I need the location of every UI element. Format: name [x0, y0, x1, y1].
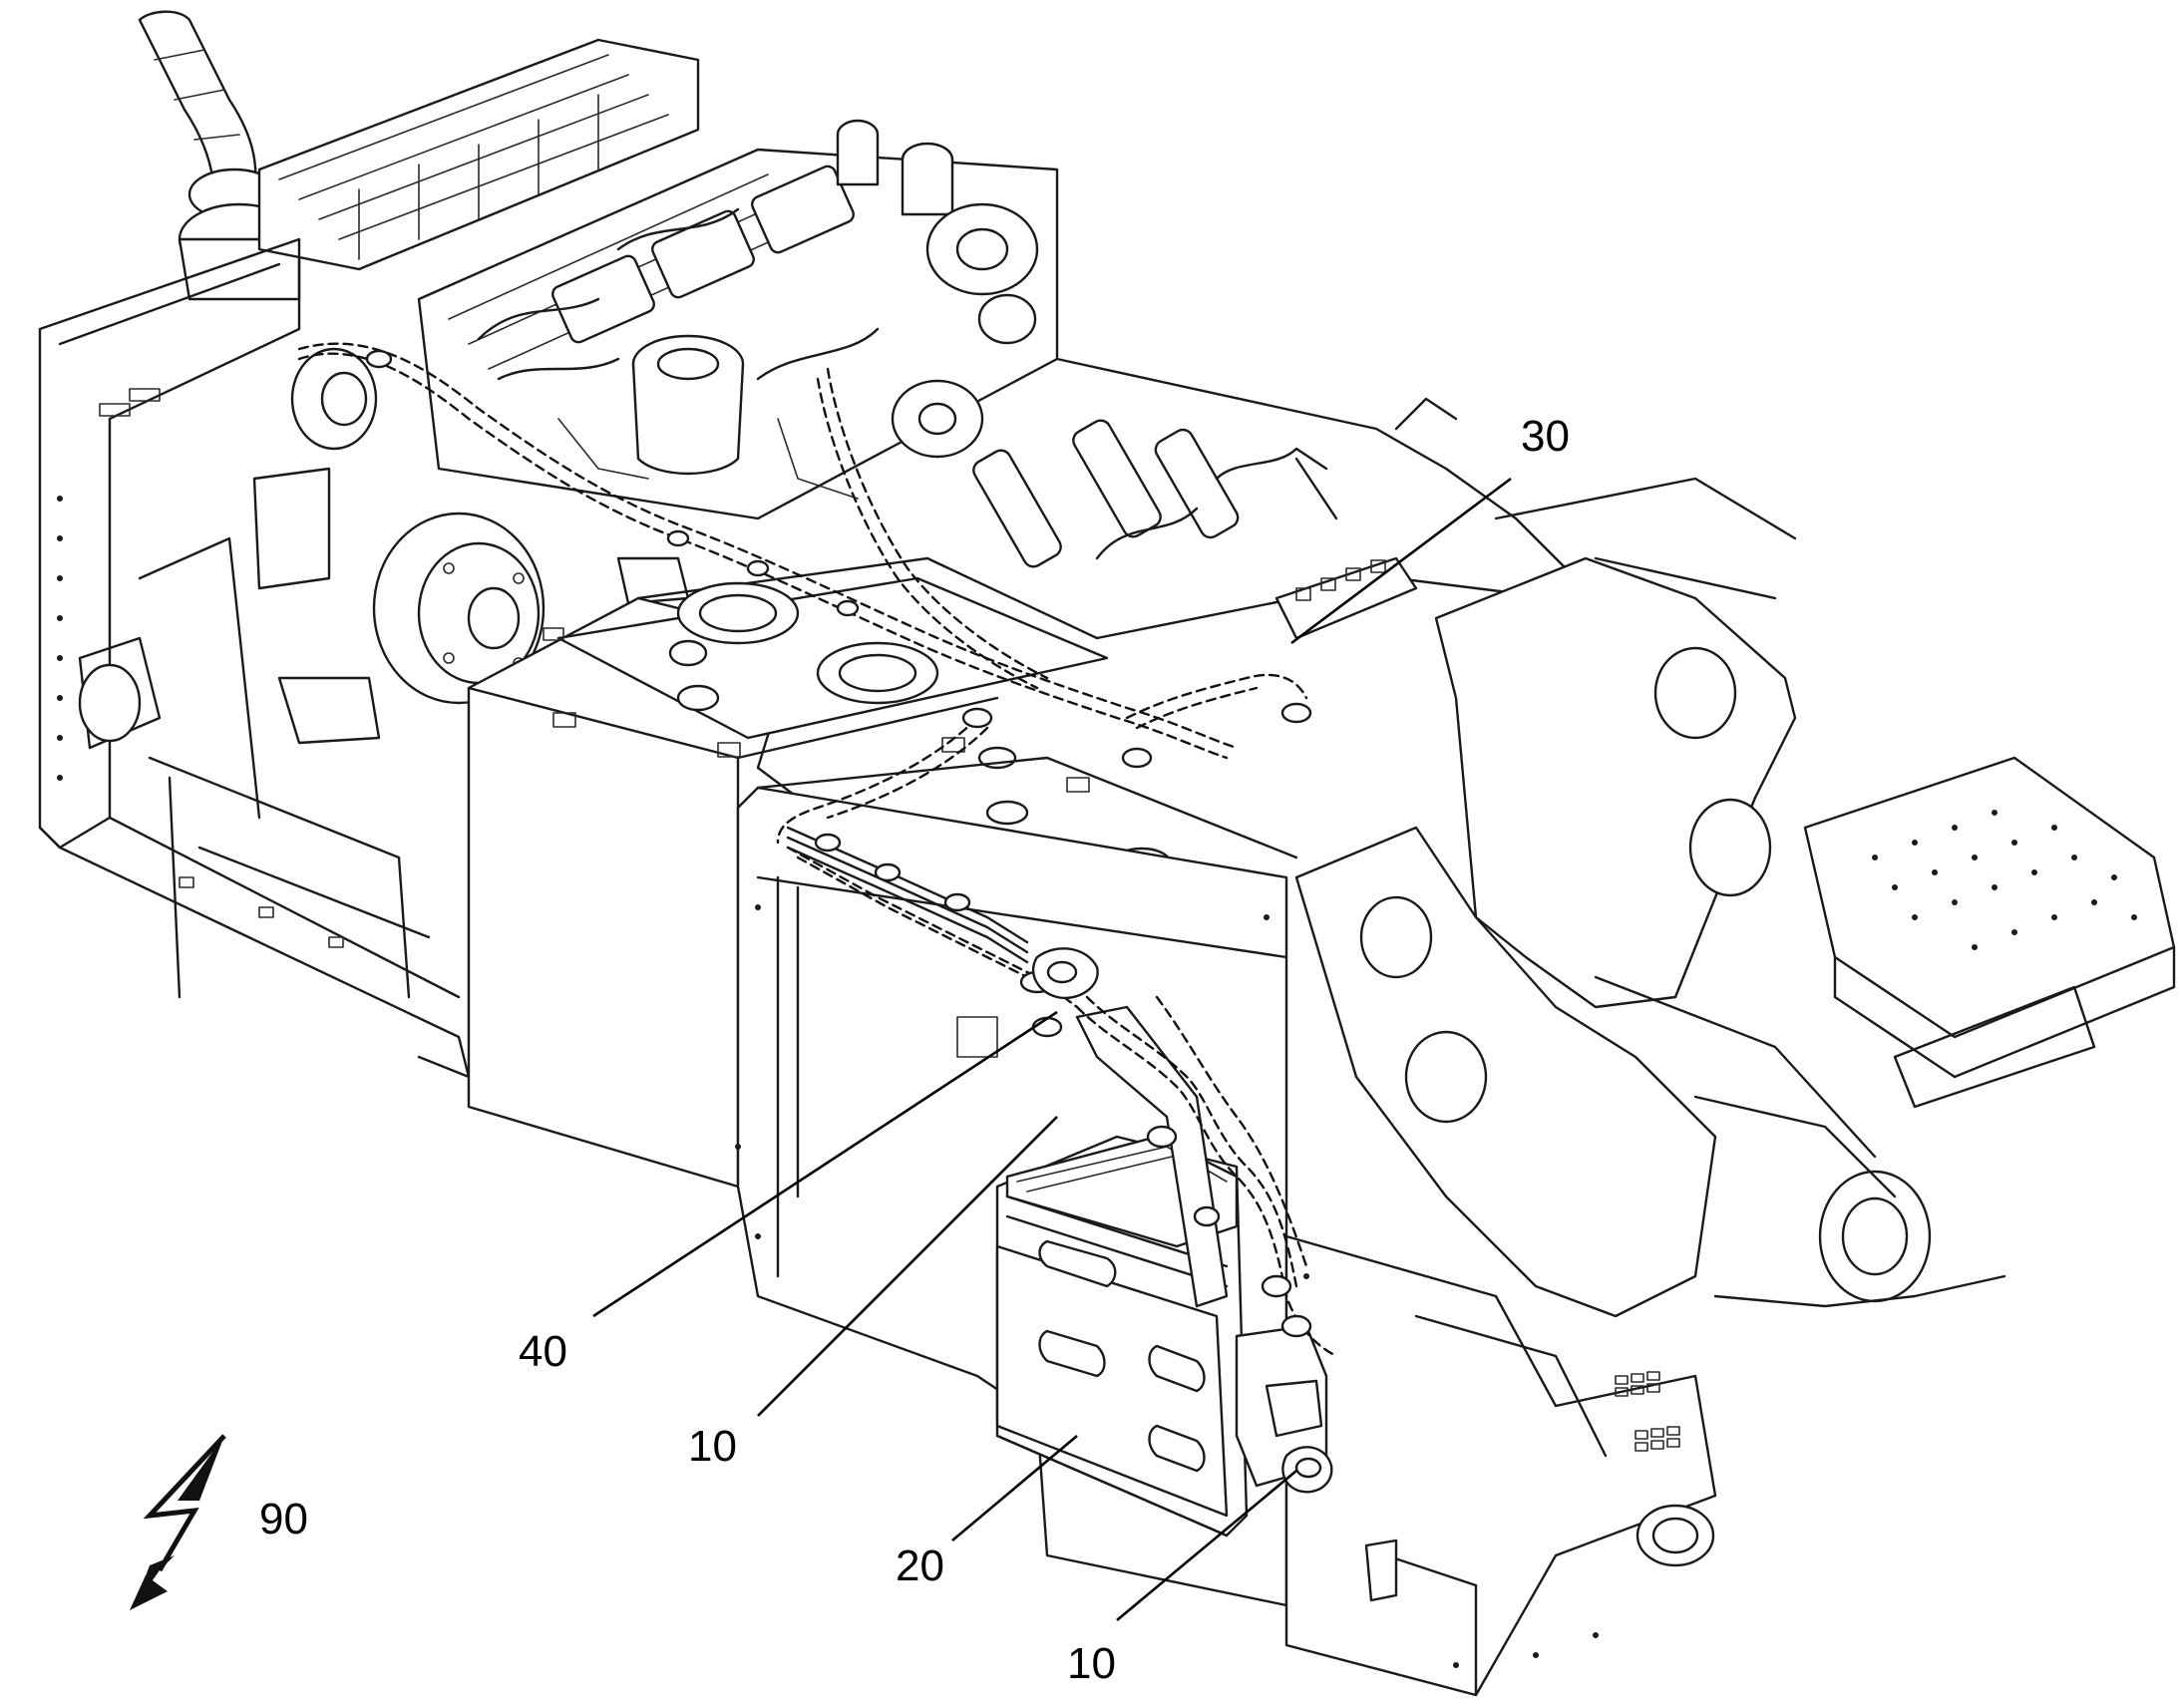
leader-10-lower [1116, 1470, 1297, 1621]
chassis-left [38, 237, 471, 1079]
leader-20 [951, 1435, 1078, 1541]
loader-frame [972, 357, 2176, 1318]
leader-lines [592, 477, 1512, 1621]
label-10-upper: 10 [688, 1422, 737, 1471]
label-40: 40 [519, 1327, 567, 1376]
engine-assembly [138, 10, 1059, 745]
label-90: 90 [259, 1495, 308, 1543]
label-20: 20 [896, 1541, 944, 1590]
leader-30 [1290, 477, 1512, 645]
label-30: 30 [1521, 412, 1570, 461]
wiring-harness [297, 342, 1338, 1494]
label-10-lower: 10 [1067, 1639, 1116, 1688]
lightning-bolt-arrow-icon [130, 1434, 226, 1610]
leader-40 [592, 1010, 1058, 1318]
leader-10-upper [757, 1116, 1058, 1417]
